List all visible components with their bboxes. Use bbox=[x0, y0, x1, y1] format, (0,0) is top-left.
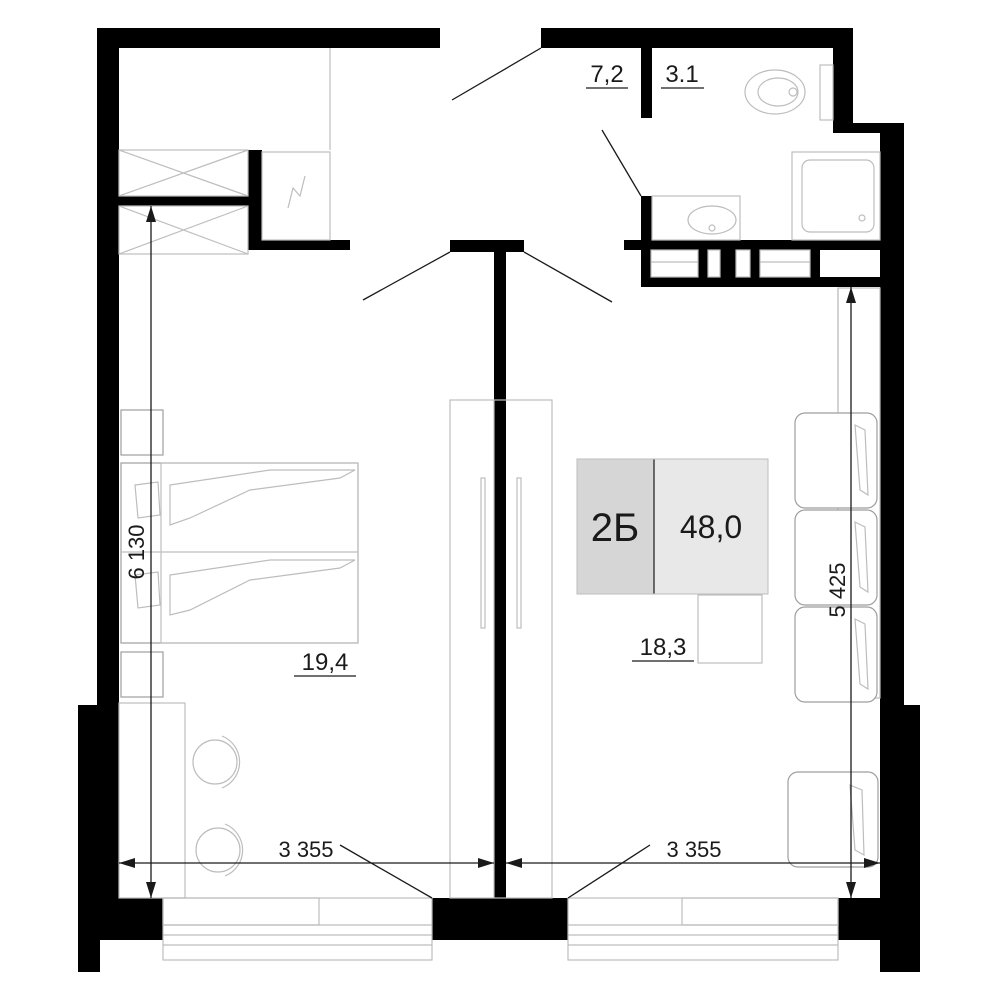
wardrobe-lower bbox=[118, 205, 249, 255]
wardrobe-upper bbox=[118, 149, 249, 197]
wall-top-right bbox=[541, 28, 853, 48]
apartment-badge: 2Б 48,0 bbox=[576, 458, 769, 595]
closet-unit bbox=[261, 151, 331, 241]
window-right bbox=[567, 897, 839, 961]
door-balcony-right bbox=[567, 844, 651, 899]
wall-bath-bottom-2 bbox=[641, 277, 891, 287]
room-area-bedroom: 19,4 bbox=[302, 649, 349, 676]
dimension-bedroom-width: 3 355 bbox=[278, 837, 333, 862]
bed bbox=[120, 462, 359, 644]
sink bbox=[687, 205, 737, 235]
room-area-hall: 7,2 bbox=[590, 61, 623, 88]
door-entrance bbox=[451, 47, 542, 101]
wall-bath-door-jamb bbox=[641, 196, 652, 246]
wall-partition bbox=[494, 250, 506, 898]
wall-bath-notch bbox=[833, 123, 904, 133]
nightstand-bottom bbox=[120, 651, 164, 698]
doors bbox=[339, 47, 651, 899]
apartment-type-code: 2Б bbox=[591, 506, 640, 550]
desk bbox=[118, 702, 186, 899]
wall-partition-cap bbox=[450, 240, 524, 252]
nightstand-top bbox=[120, 409, 164, 456]
wall-right-pier bbox=[880, 705, 920, 972]
wall-shelf-divider bbox=[119, 196, 248, 206]
fixtures bbox=[118, 48, 881, 961]
room-area-bathroom: 3.1 bbox=[665, 61, 698, 88]
badge-total-bg bbox=[654, 459, 768, 594]
wall-shaft-5 bbox=[810, 240, 820, 287]
chair-1 bbox=[192, 739, 238, 785]
dimension-living-width: 3 355 bbox=[666, 837, 721, 862]
toilet bbox=[744, 69, 806, 115]
door-bathroom bbox=[601, 129, 642, 197]
wall-shaft-4 bbox=[750, 240, 760, 287]
wall-bath-right bbox=[833, 28, 853, 133]
wall-shaft-2 bbox=[698, 240, 708, 287]
armchair bbox=[787, 771, 879, 868]
wall-closet-bottom bbox=[248, 240, 350, 250]
coffee-table bbox=[697, 594, 763, 664]
chair-2 bbox=[195, 827, 241, 873]
door-living bbox=[523, 251, 613, 303]
sink-counter bbox=[651, 195, 741, 241]
wall-closet-left bbox=[248, 150, 262, 250]
sliding-wardrobe bbox=[449, 399, 553, 899]
door-balcony-left bbox=[339, 844, 433, 899]
wall-top-left bbox=[97, 28, 440, 48]
dimension-labels: 6 130 3 355 3 355 5 425 bbox=[124, 524, 850, 862]
shower bbox=[791, 151, 881, 241]
door-bedroom bbox=[362, 251, 451, 301]
wall-left bbox=[97, 28, 119, 908]
apartment-total-area: 48,0 bbox=[680, 509, 742, 545]
wall-shaft-1 bbox=[641, 240, 651, 287]
dimension-lines bbox=[119, 206, 880, 898]
wall-right bbox=[880, 125, 904, 725]
wall-bottom-left bbox=[78, 898, 163, 940]
window-left bbox=[162, 897, 433, 961]
room-labels: 7,2 3.1 19,4 18,3 bbox=[294, 61, 704, 677]
wall-bottom-middle bbox=[432, 898, 568, 940]
room-area-living: 18,3 bbox=[640, 634, 687, 661]
wall-shaft-3 bbox=[720, 240, 736, 287]
dimension-bedroom-height: 6 130 bbox=[124, 524, 149, 579]
badge-code-bg bbox=[577, 459, 654, 594]
wall-bath-divider bbox=[641, 48, 652, 118]
dimension-living-height: 5 425 bbox=[825, 562, 850, 617]
walls bbox=[78, 28, 920, 972]
